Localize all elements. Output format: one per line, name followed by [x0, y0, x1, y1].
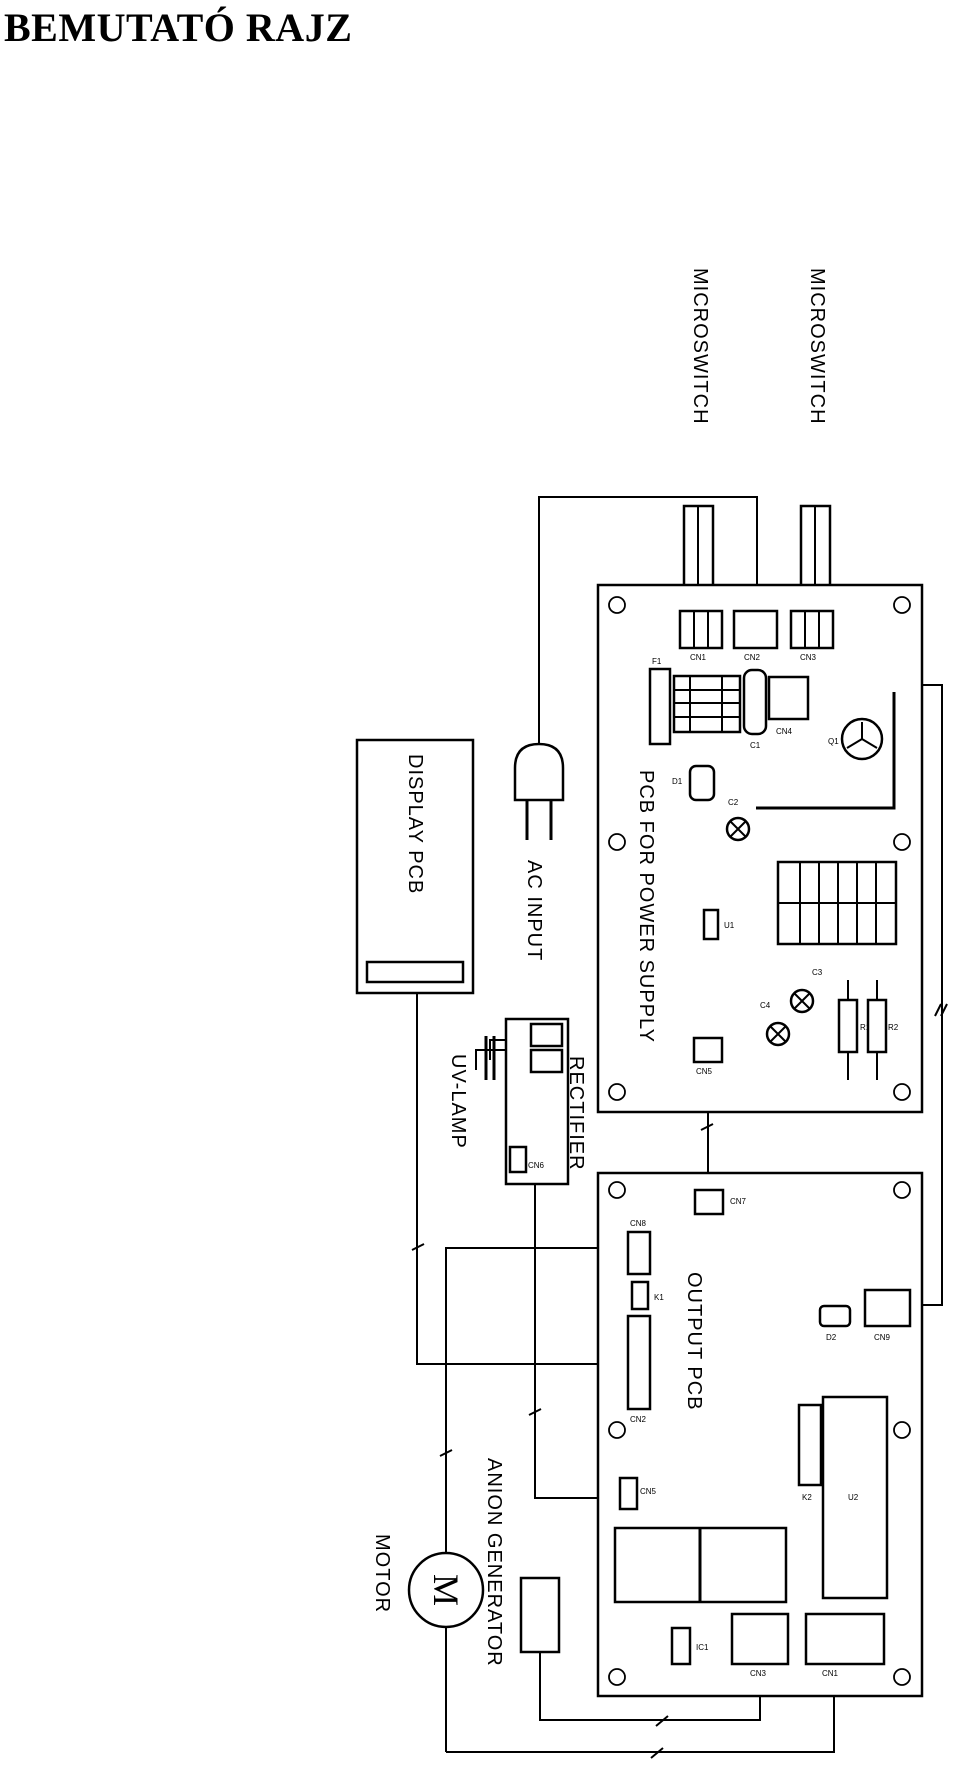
svg-text:C2: C2: [728, 798, 739, 807]
svg-text:CN2: CN2: [744, 653, 761, 662]
capacitor-c3: C3: [789, 968, 823, 1014]
wire-ac-input: [538, 496, 758, 760]
svg-text:R1: R1: [860, 1023, 871, 1032]
ac-plug: AC INPUT: [513, 742, 565, 961]
relay-block-out: [613, 1526, 788, 1604]
power-supply-pcb: CN1 CN2 CN3 F1 C1 CN: [596, 583, 924, 1114]
svg-text:D2: D2: [826, 1333, 837, 1342]
diode-d1: D1: [672, 764, 716, 802]
transistor-q1: Q1: [828, 717, 884, 761]
uv-lamp-label: UV-LAMP: [447, 1054, 469, 1149]
connector-cn8: CN8: [626, 1219, 652, 1276]
svg-text:R2: R2: [888, 1023, 899, 1032]
display-pcb: DISPLAY PCB: [355, 738, 475, 995]
svg-text:C4: C4: [760, 1001, 771, 1010]
diode-d2: D2: [818, 1304, 852, 1342]
wire-cut-marks: [411, 1003, 948, 1759]
svg-text:U1: U1: [724, 921, 735, 930]
svg-text:IC1: IC1: [696, 1643, 709, 1652]
cut-mark: [934, 1003, 948, 1017]
motor-symbol: M: [426, 1574, 466, 1606]
svg-text:C3: C3: [812, 968, 823, 977]
svg-text:CN6: CN6: [528, 1161, 545, 1170]
microswitch-2: MICROSWITCH: [799, 268, 832, 608]
svg-text:CN5: CN5: [640, 1487, 657, 1496]
regulator-u1: U1: [702, 908, 735, 941]
microswitch-2-label: MICROSWITCH: [806, 268, 828, 425]
cut-mark: [650, 1747, 664, 1759]
wire-display-cn2: [416, 982, 628, 1365]
cut-mark: [700, 1123, 714, 1131]
fuse-f1: F1: [648, 657, 672, 746]
ac-input-label: AC INPUT: [523, 860, 545, 961]
cut-mark: [655, 1715, 669, 1727]
uv-lamp: UV-LAMP: [447, 1036, 496, 1149]
page-title: BEMUTATÓ RAJZ: [4, 5, 353, 50]
capacitor-c2: C2: [725, 798, 751, 842]
connector-cn3-out: CN3: [730, 1612, 790, 1678]
wire-rectifier-cn5: [534, 1184, 620, 1499]
heatsink-trace: [756, 692, 896, 810]
rectifier: CN6 RECTIFIER: [504, 1017, 587, 1186]
resistor-r2: R2: [866, 980, 899, 1080]
svg-text:CN3: CN3: [750, 1669, 767, 1678]
svg-text:CN9: CN9: [874, 1333, 891, 1342]
ic-u2: U2: [821, 1395, 889, 1600]
connector-cn3: CN3: [789, 609, 835, 662]
anion-generator-label: ANION GENERATOR: [483, 1458, 505, 1667]
capacitor-c4: C4: [760, 1001, 791, 1047]
connector-cn9: CN9: [863, 1288, 912, 1342]
connector-cn2-out: CN2: [626, 1314, 652, 1424]
anion-generator: ANION GENERATOR: [483, 1458, 561, 1667]
microswitch-1-label: MICROSWITCH: [689, 268, 711, 425]
svg-text:Q1: Q1: [828, 737, 839, 746]
svg-text:CN2: CN2: [630, 1415, 647, 1424]
connector-cn5-out: CN5: [618, 1476, 657, 1511]
svg-text:CN5: CN5: [696, 1067, 713, 1076]
svg-text:C1: C1: [750, 741, 761, 750]
display-pcb-label: DISPLAY PCB: [404, 754, 426, 894]
capacitor-c1: C1: [742, 668, 768, 750]
transformer-block: [776, 860, 898, 946]
output-pcb-label: OUTPUT PCB: [683, 1272, 705, 1411]
output-pcb: CN7 CN8 K1 CN2 D2 CN9 K2 U2: [596, 1171, 924, 1698]
connector-cn1: CN1: [678, 609, 724, 662]
svg-text:CN1: CN1: [822, 1669, 839, 1678]
connector-cn7: CN7: [693, 1188, 747, 1216]
connector-cn1-out: CN1: [804, 1612, 886, 1678]
resistor-r1: R1: [837, 980, 871, 1080]
cut-mark: [439, 1449, 453, 1457]
svg-text:F1: F1: [652, 657, 662, 666]
svg-text:K2: K2: [802, 1493, 812, 1502]
svg-text:K1: K1: [654, 1293, 664, 1302]
svg-text:CN3: CN3: [800, 653, 817, 662]
rectifier-label: RECTIFIER: [565, 1056, 587, 1171]
fuse-k1: K1: [630, 1280, 664, 1311]
power-supply-pcb-label: PCB FOR POWER SUPPLY: [635, 770, 657, 1043]
svg-text:CN8: CN8: [630, 1219, 647, 1228]
chip-ic1: IC1: [670, 1626, 709, 1666]
svg-text:D1: D1: [672, 777, 683, 786]
cut-mark: [528, 1408, 542, 1416]
relay-k2: K2: [797, 1403, 823, 1502]
svg-text:CN1: CN1: [690, 653, 707, 662]
svg-text:CN7: CN7: [730, 1197, 747, 1206]
relay-block: [672, 674, 742, 734]
connector-cn2: CN2: [732, 609, 779, 662]
svg-text:CN4: CN4: [776, 727, 793, 736]
microswitch-1: MICROSWITCH: [682, 268, 715, 608]
motor-label: MOTOR: [371, 1534, 393, 1613]
connector-cn5-ps: CN5: [692, 1036, 724, 1076]
connector-cn4: CN4: [767, 675, 810, 736]
svg-text:U2: U2: [848, 1493, 859, 1502]
cut-mark: [411, 1243, 425, 1251]
motor: M MOTOR: [371, 1534, 485, 1629]
